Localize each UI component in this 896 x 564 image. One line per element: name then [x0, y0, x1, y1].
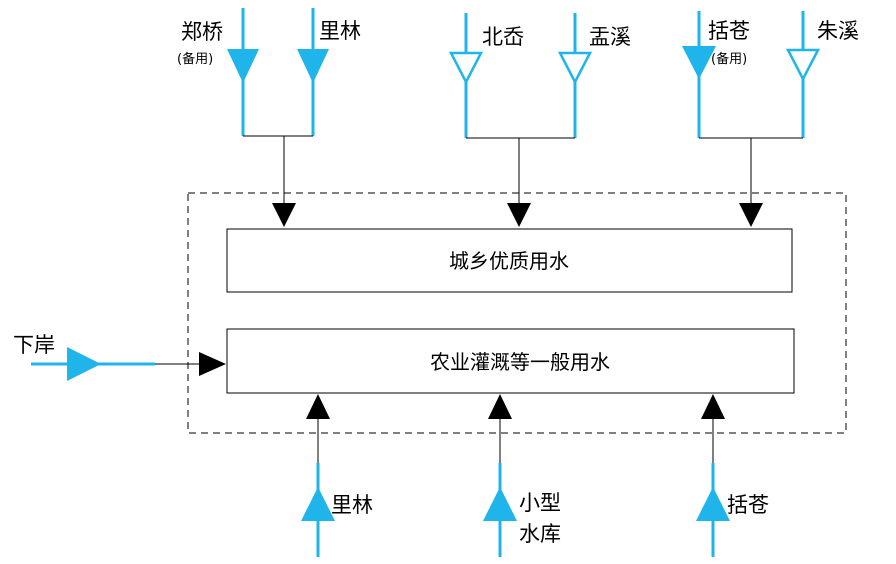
label-beipi: 北岙 [482, 25, 524, 49]
label-reservoir-line1: 小型 [519, 491, 561, 515]
source-reservoir [483, 463, 517, 557]
flow-arrow-reservoir [488, 394, 512, 419]
label-kuocang-top: 括苍 [708, 19, 750, 43]
source-mengxi-arrow [557, 51, 593, 85]
urban-rural-box [226, 228, 793, 293]
source-zhengqiao-arrow [227, 49, 259, 83]
flow-arrow-middle [507, 203, 531, 227]
source-lilin-top [297, 8, 329, 136]
source-kuocang-bottom [696, 463, 730, 557]
source-lilin-bottom [301, 463, 335, 557]
flow-arrow-right [739, 203, 763, 227]
label-kuocang-bottom: 括苍 [727, 493, 769, 517]
urban-rural-label: 城乡优质用水 [449, 249, 569, 273]
source-beipi [448, 13, 484, 138]
flow-arrow-xiaan [199, 352, 226, 376]
flow-arrow-lilin-bottom [306, 394, 330, 419]
label-reservoir-line2: 水库 [519, 522, 561, 546]
label-zhengqiao: 郑桥 [181, 20, 223, 44]
supply-boundary [187, 192, 847, 434]
source-lilin-bottom-arrow [301, 487, 335, 521]
source-kuocang-top-arrow [682, 46, 716, 79]
source-zhuxi-arrow [785, 48, 821, 82]
source-xiaan [31, 347, 155, 381]
source-xiaan-arrow [67, 347, 101, 381]
source-mengxi [557, 13, 593, 138]
label-mengxi: 盂溪 [589, 25, 631, 49]
source-zhuxi [785, 11, 821, 138]
source-zhengqiao [227, 8, 259, 136]
flow-arrow-kuocang-bottom [701, 394, 725, 419]
label-lilin-bottom: 里林 [331, 493, 373, 517]
source-beipi-arrow [448, 51, 484, 85]
note-kuocang-top: (备用) [711, 51, 747, 67]
source-reservoir-arrow [483, 487, 517, 521]
source-lilin-top-arrow [297, 49, 329, 83]
agriculture-box [226, 328, 795, 394]
source-kuocang-bottom-arrow [696, 487, 730, 521]
label-zhuxi: 朱溪 [817, 19, 859, 43]
label-xiaan: 下岸 [13, 333, 55, 357]
agriculture-label: 农业灌溉等一般用水 [430, 350, 610, 374]
label-lilin-top: 里林 [319, 19, 361, 43]
note-zhengqiao: (备用) [177, 51, 213, 67]
flow-arrow-left [272, 203, 296, 227]
source-kuocang-top [682, 11, 716, 138]
